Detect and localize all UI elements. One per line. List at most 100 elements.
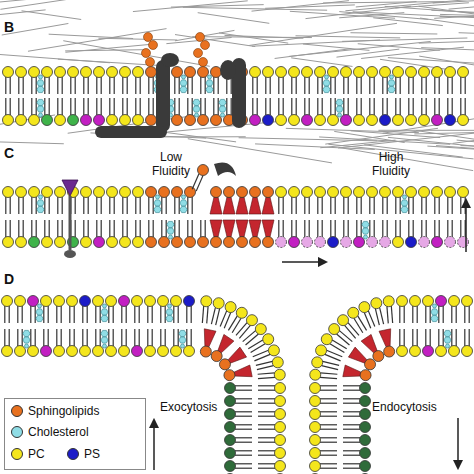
lipid-tail [258, 385, 275, 386]
lipid-head [423, 296, 434, 307]
cholesterol [39, 113, 43, 117]
lipid-head [80, 346, 91, 357]
cone-lipid-tail [234, 365, 252, 377]
lipid-head [445, 237, 456, 248]
lipid-tail [387, 306, 388, 323]
lipid-tail [166, 197, 167, 214]
lipid-tail [5, 220, 6, 237]
lipid-head [432, 237, 443, 248]
lipid-head [68, 115, 79, 126]
lipid-tail [452, 197, 453, 214]
lipid-tail [361, 98, 362, 115]
lipid-tail [48, 306, 49, 323]
lipid-head [406, 67, 417, 78]
lipid-tail [335, 98, 336, 115]
lipid-head [81, 115, 92, 126]
lipid-tail [153, 98, 154, 115]
lipid-head [133, 187, 144, 198]
lipid-head [213, 298, 224, 309]
lipid-head [275, 435, 286, 446]
lipid-head [250, 67, 261, 78]
cholesterol [431, 315, 438, 321]
lipid-tail [425, 306, 426, 323]
lipid-tail [161, 197, 162, 214]
lipid-head [360, 383, 371, 394]
actin-filament [28, 29, 167, 52]
lipid-head [225, 396, 236, 407]
lipid-tail [127, 220, 128, 237]
lipid-tail [369, 220, 370, 237]
lipid-tail [258, 463, 275, 464]
lipid-head [107, 115, 118, 126]
actin-filament [345, 0, 466, 11]
lipid-tail [235, 468, 252, 469]
lipid-tail [322, 366, 339, 370]
lipid-tail [356, 77, 357, 94]
lipid-tail [101, 98, 102, 115]
lipid-tail [421, 98, 422, 115]
lipid-tail [252, 77, 253, 94]
lipid-tail [320, 450, 337, 451]
lipid-tail [18, 98, 19, 115]
lipid-head [132, 346, 143, 357]
lipid-tail [439, 197, 440, 214]
lipid-tail [335, 77, 336, 94]
lipid-head [310, 409, 321, 420]
lipid-head [3, 67, 14, 78]
lipid-head [55, 237, 66, 248]
lipid-tail [49, 98, 50, 115]
lipid-head [263, 187, 274, 198]
lipid-head [302, 237, 313, 248]
lipid-head [81, 187, 92, 198]
actin-filament [49, 34, 133, 38]
cone-lipid-tail [361, 334, 377, 353]
lipid-head [445, 115, 456, 126]
lipid-tail [343, 98, 344, 115]
lipid-tail [213, 77, 214, 94]
lipid-tail [121, 306, 122, 323]
lipid-head [380, 237, 391, 248]
actin-filament [275, 49, 352, 59]
cholesterol [154, 206, 161, 212]
lipid-tail [320, 390, 337, 391]
cholesterol [323, 80, 330, 86]
lipid-tail [278, 197, 279, 214]
lipid-tail [75, 77, 76, 94]
lipid-tail [257, 366, 274, 370]
lipid-tail [109, 98, 110, 115]
lipid-tail [434, 220, 435, 237]
lipid-head [94, 237, 105, 248]
lipid-head [432, 67, 443, 78]
cholesterol [362, 221, 369, 227]
lipid-head [289, 115, 300, 126]
lipid-head [119, 346, 130, 357]
cholesterol [37, 200, 44, 206]
lipid-head [41, 296, 52, 307]
lipid-head [445, 187, 456, 198]
lipid-head [93, 296, 104, 307]
lipid-tail [186, 329, 187, 346]
lipid-head [158, 346, 169, 357]
endocytosis-arrow [457, 418, 459, 468]
lipid-tail [291, 197, 292, 214]
cholesterol [23, 330, 30, 336]
lipid-head [120, 67, 131, 78]
lipid-tail [296, 98, 297, 115]
lipid-tail [438, 329, 439, 346]
lipid-head [458, 237, 469, 248]
lipid-tail [343, 450, 360, 451]
lipid-tail [426, 197, 427, 214]
lipid-head [360, 461, 371, 472]
lipid-head [236, 307, 247, 318]
lipid-tail [258, 455, 275, 456]
lipid-tail [235, 455, 252, 456]
lipid-tail [258, 424, 275, 425]
cholesterol [167, 221, 174, 227]
lipid-tail [382, 197, 383, 214]
lipid-tail [69, 329, 70, 346]
lipid-tail [44, 77, 45, 94]
cholesterol [36, 315, 43, 321]
lipid-head [172, 237, 183, 248]
lipid-head [255, 324, 266, 335]
lipid-tail [87, 306, 88, 323]
